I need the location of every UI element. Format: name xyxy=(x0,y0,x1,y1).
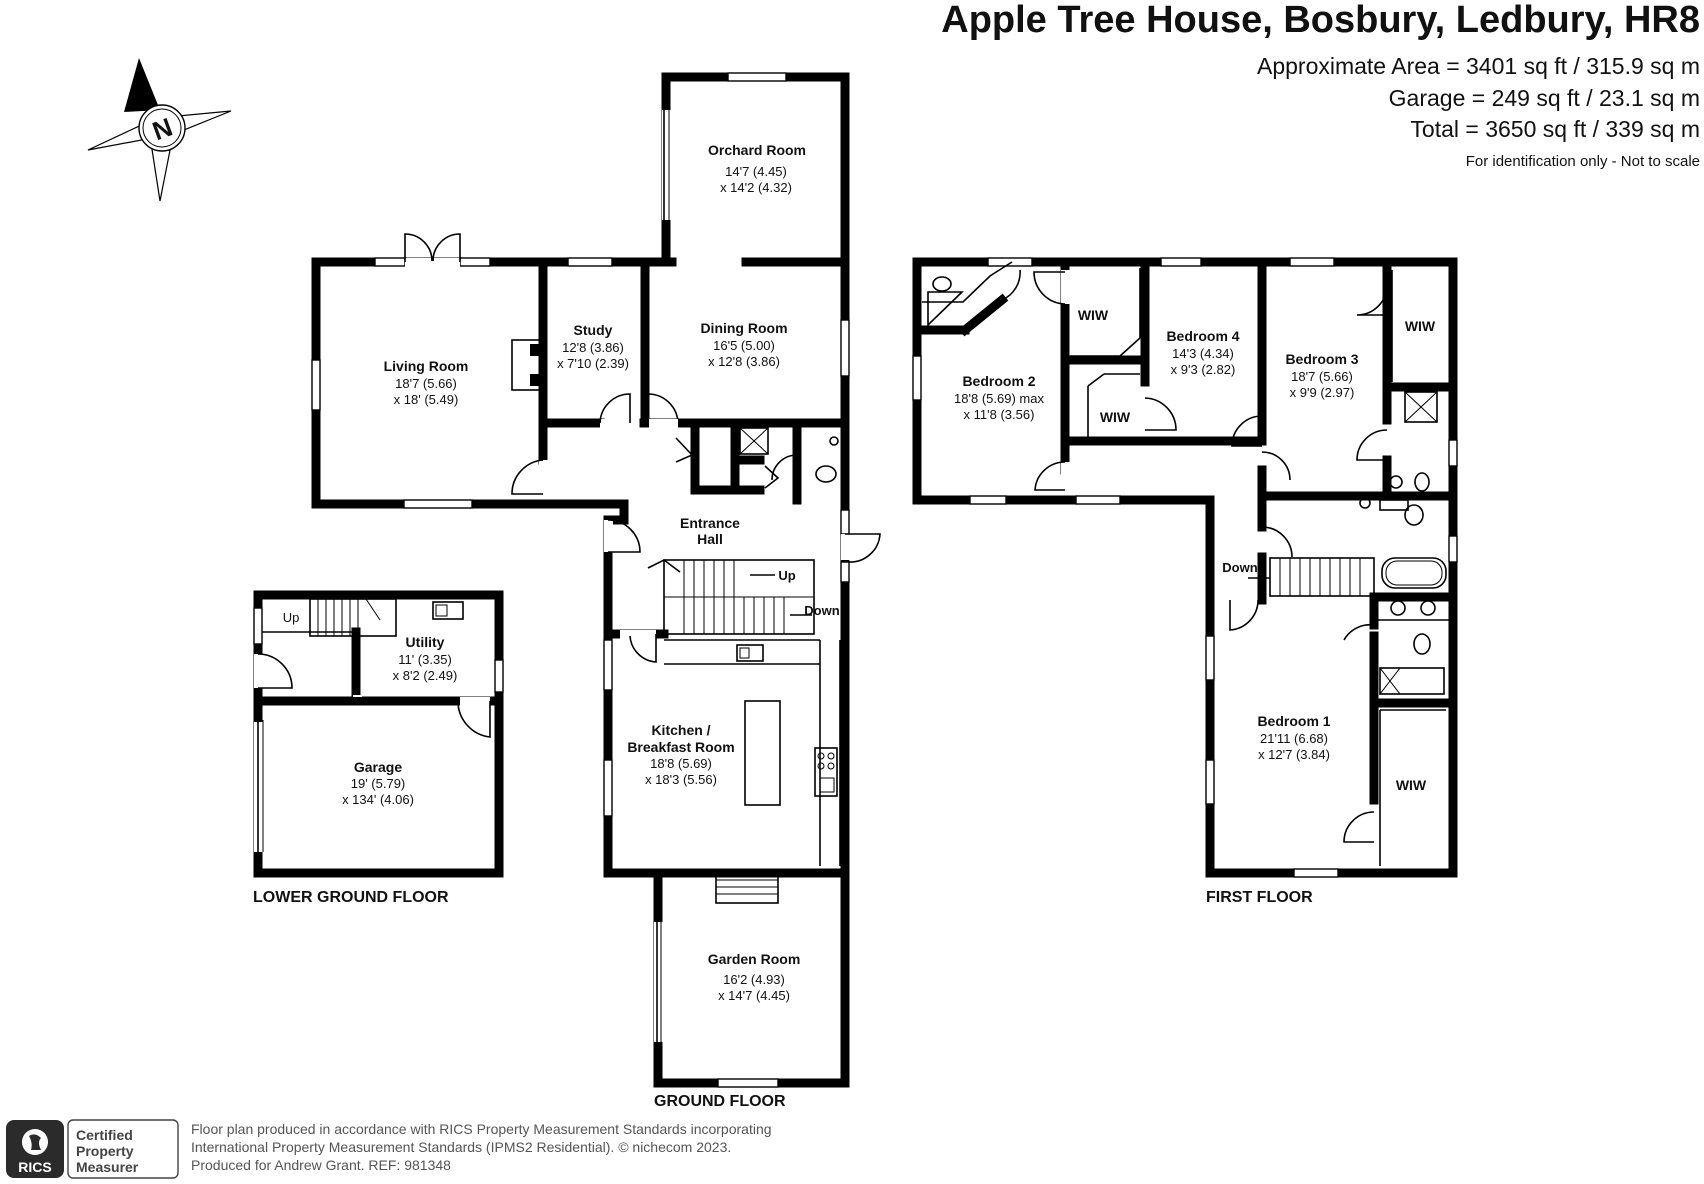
orchard-name: Orchard Room xyxy=(708,142,806,158)
first-floor-plan: Down Bedroom 2 18'8 (5.69) max x 11'8 (3… xyxy=(912,257,1458,906)
badge-line2: Property xyxy=(76,1143,134,1159)
bed4-dim1: 14'3 (4.34) xyxy=(1172,346,1234,361)
ground-floor-plan: Up Down Orchard Room 14'7 (4.45) xyxy=(311,72,881,1110)
bed2-dim1: 18'8 (5.69) max xyxy=(954,391,1044,406)
lower-ground-floor-label: LOWER GROUND FLOOR xyxy=(253,889,449,906)
bed2-name: Bedroom 2 xyxy=(962,373,1035,389)
study-dim1: 12'8 (3.86) xyxy=(562,340,624,355)
bed4-name: Bedroom 4 xyxy=(1166,328,1239,344)
garage-dim1: 19' (5.79) xyxy=(351,776,406,791)
garden-name: Garden Room xyxy=(708,951,801,967)
wiw-label-4: WIW xyxy=(1396,777,1427,793)
lower-ground-floor-plan: Up Utility 11' (3.35) x 8'2 (2.49) Garag… xyxy=(253,590,504,906)
area-garage: Garage = 249 sq ft / 23.1 sq m xyxy=(1389,85,1700,111)
bed1-dim2: x 12'7 (3.84) xyxy=(1258,747,1330,762)
footer-line3: Produced for Andrew Grant. REF: 981348 xyxy=(191,1157,451,1173)
first-down-label: Down xyxy=(1222,560,1257,575)
lower-up-label: Up xyxy=(283,610,300,625)
disclaimer: For identification only - Not to scale xyxy=(1466,153,1700,170)
kitchen-dim2: x 18'3 (5.56) xyxy=(645,772,717,787)
study-dim2: x 7'10 (2.39) xyxy=(557,356,629,371)
living-name: Living Room xyxy=(384,358,469,374)
kitchen-name2: Breakfast Room xyxy=(627,739,734,755)
footer-line2: International Property Measurement Stand… xyxy=(191,1139,731,1155)
badge-line1: Certified xyxy=(76,1127,133,1143)
orchard-dim1: 14'7 (4.45) xyxy=(725,164,787,179)
study-name: Study xyxy=(574,322,613,338)
bed4-dim2: x 9'3 (2.82) xyxy=(1171,362,1236,377)
kitchen-name1: Kitchen / xyxy=(651,722,710,738)
bed3-name: Bedroom 3 xyxy=(1285,351,1358,367)
garden-dim1: 16'2 (4.93) xyxy=(723,972,785,987)
orchard-dim2: x 14'2 (4.32) xyxy=(720,180,792,195)
ground-down-label: Down xyxy=(804,603,839,618)
footer-line1: Floor plan produced in accordance with R… xyxy=(191,1121,772,1137)
utility-dim1: 11' (3.35) xyxy=(398,652,452,667)
lower-stairs xyxy=(309,598,397,637)
first-floor-label: FIRST FLOOR xyxy=(1206,889,1313,906)
page-title: Apple Tree House, Bosbury, Ledbury, HR8 xyxy=(941,0,1700,41)
dining-dim1: 16'5 (5.00) xyxy=(713,338,775,353)
living-dim1: 18'7 (5.66) xyxy=(395,376,457,391)
compass-icon: N xyxy=(87,58,232,202)
bed3-dim1: 18'7 (5.66) xyxy=(1291,369,1353,384)
ground-up-label: Up xyxy=(778,568,795,583)
badge-line3: Measurer xyxy=(76,1159,139,1175)
garden-dim2: x 14'7 (4.45) xyxy=(718,988,790,1003)
garage-name: Garage xyxy=(354,759,402,775)
first-stairs xyxy=(1248,557,1375,597)
ground-floor-label: GROUND FLOOR xyxy=(654,1093,786,1110)
dining-dim2: x 12'8 (3.86) xyxy=(708,354,780,369)
wiw-label-2: WIW xyxy=(1100,409,1131,425)
dining-name: Dining Room xyxy=(700,320,787,336)
wiw-label-3: WIW xyxy=(1405,318,1436,334)
utility-name: Utility xyxy=(406,634,445,650)
wiw-label-1: WIW xyxy=(1078,307,1109,323)
bed3-dim2: x 9'9 (2.97) xyxy=(1290,385,1355,400)
area-total: Total = 3650 sq ft / 339 sq m xyxy=(1410,116,1700,142)
utility-dim2: x 8'2 (2.49) xyxy=(393,668,458,683)
living-dim2: x 18' (5.49) xyxy=(394,392,459,407)
bed1-dim1: 21'11 (6.68) xyxy=(1260,731,1328,746)
kitchen-dim1: 18'8 (5.69) xyxy=(650,756,712,771)
bed1-name: Bedroom 1 xyxy=(1257,713,1330,729)
rics-logo-text: RICS xyxy=(18,1159,51,1175)
bed2-dim2: x 11'8 (3.56) xyxy=(964,407,1035,422)
ground-stairs xyxy=(647,559,815,635)
garage-dim2: x 134' (4.06) xyxy=(342,792,414,807)
rics-badge: RICS Certified Property Measurer xyxy=(6,1119,179,1179)
hall-name1: Entrance xyxy=(680,515,740,531)
area-main: Approximate Area = 3401 sq ft / 315.9 sq… xyxy=(1257,53,1700,79)
hall-name2: Hall xyxy=(697,531,723,547)
